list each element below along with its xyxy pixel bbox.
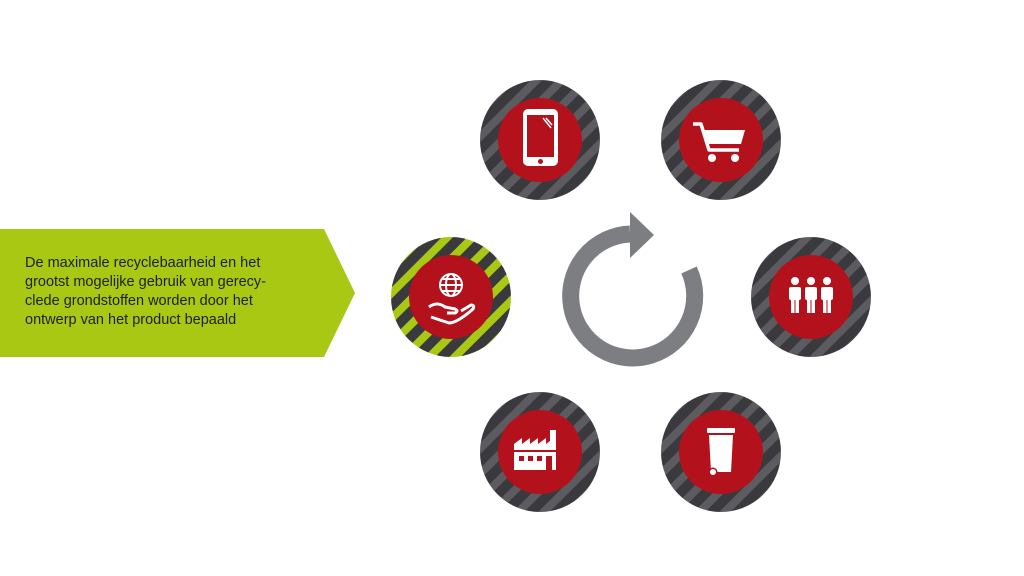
cycle-arrow-icon: [562, 212, 704, 367]
design-node: [391, 237, 511, 357]
phone-node: [480, 80, 600, 200]
callout-arrow: [0, 229, 355, 357]
people-icon: [789, 277, 833, 313]
shopping-node: [661, 80, 781, 200]
factory-node: [480, 392, 600, 512]
people-node: [751, 237, 871, 357]
callout-text: De maximale recyclebaarheid en het groot…: [25, 255, 266, 328]
globe-hand-icon: [428, 273, 476, 325]
smartphone-icon: [523, 109, 558, 166]
shopping-cart-icon: [693, 122, 745, 162]
waste-bin-node: [661, 392, 781, 512]
wheelie-bin-icon: [707, 428, 735, 477]
factory-icon: [514, 430, 556, 470]
